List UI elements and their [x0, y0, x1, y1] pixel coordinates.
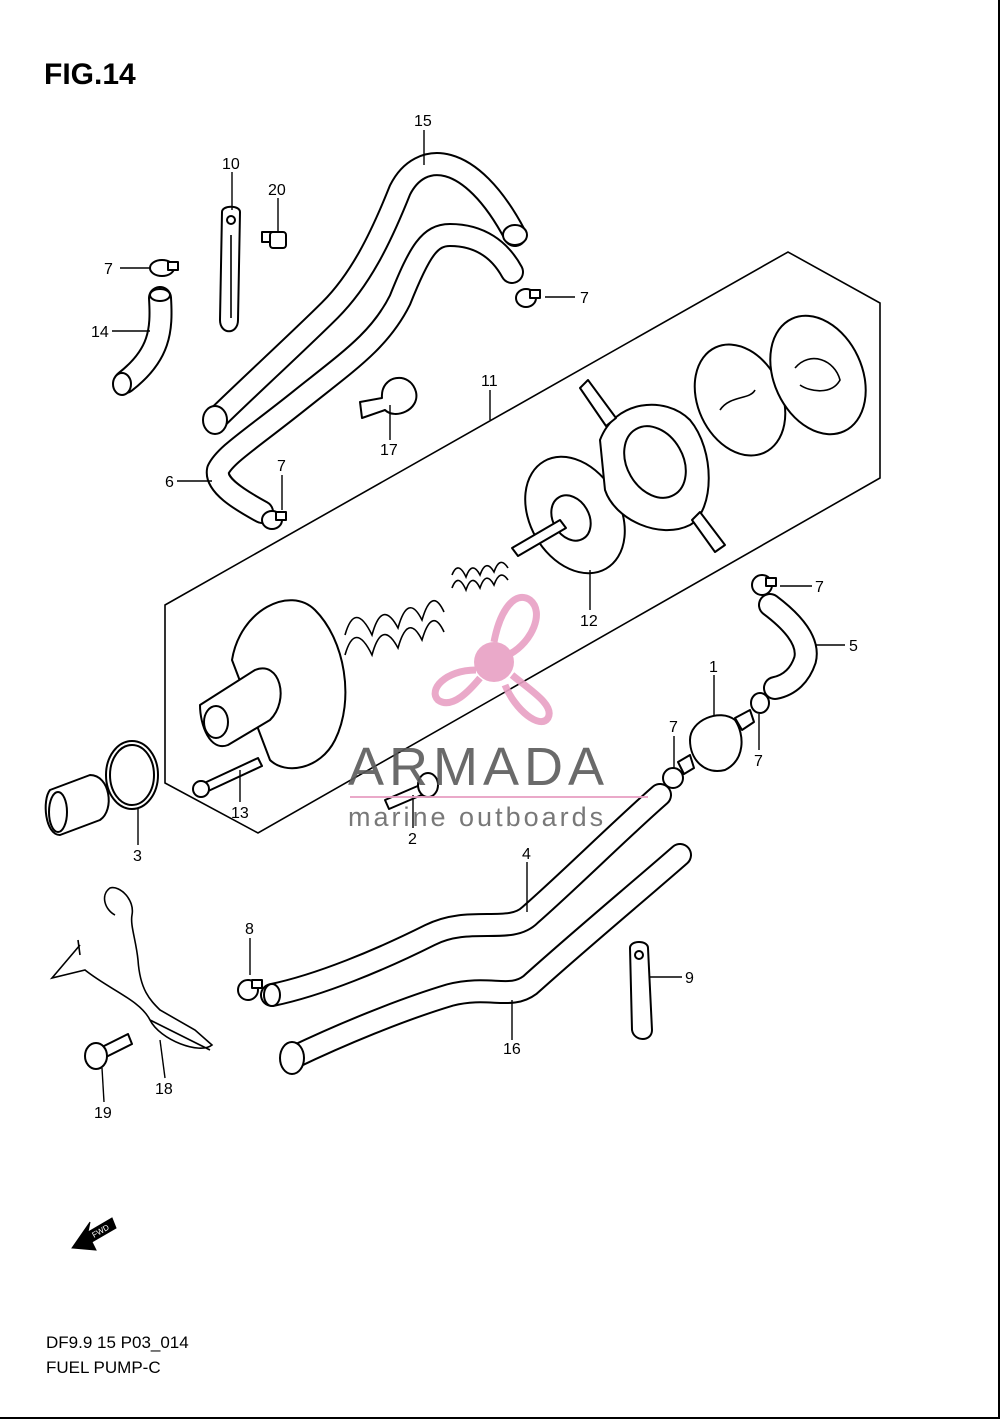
pump-lower-housing: [199, 599, 347, 770]
callout-label: 9: [685, 970, 694, 987]
bolt-19: [84, 1033, 133, 1070]
callout-label: 10: [222, 156, 240, 173]
callout-label: 6: [165, 474, 174, 491]
fuel-filter-1: [677, 709, 755, 775]
figure-title: FIG.14: [44, 58, 136, 91]
callout-label: 15: [414, 113, 432, 130]
callout-label: 8: [245, 921, 254, 938]
hose-5: [758, 593, 818, 700]
callout-label: 11: [481, 373, 498, 390]
callout-label: 19: [94, 1105, 112, 1122]
clip-7-mid: [261, 510, 287, 530]
callout-label: 7: [754, 753, 763, 770]
clip-8: [237, 979, 263, 1001]
clip-7-filter-left: [662, 767, 684, 789]
bolt-20: [261, 231, 287, 249]
callout-label: 5: [849, 638, 858, 655]
clip-7-top-left: [149, 259, 179, 277]
callout-label: 7: [815, 579, 824, 596]
callout-label: 7: [669, 719, 678, 736]
callout-label: 4: [522, 846, 531, 863]
watermark-title: ARMADA: [348, 737, 609, 797]
propeller-logo-icon: [431, 594, 553, 726]
pump-body: [579, 379, 726, 553]
callout-label: 16: [503, 1041, 521, 1058]
callout-label: 12: [580, 613, 598, 630]
watermark-subtitle: marine outboards: [348, 802, 606, 832]
hose-15: [202, 152, 528, 435]
callout-label: 2: [408, 831, 417, 848]
callout-label: 17: [380, 442, 398, 459]
callout-label: 14: [91, 324, 109, 341]
strap-9: [629, 941, 653, 1040]
clamp-17: [359, 376, 418, 419]
elbow-hose-14: [112, 286, 173, 396]
figure-model-code: DF9.9 15 P03_014: [46, 1333, 189, 1352]
clip-7-right-top: [751, 574, 777, 596]
callout-label: 13: [231, 805, 249, 822]
callout-label: 20: [268, 182, 286, 199]
clip-7-top-right: [515, 288, 541, 308]
callout-label: 18: [155, 1081, 173, 1098]
leader-lines: [101, 130, 845, 1103]
screw-13: [192, 757, 263, 798]
callout-label: 7: [277, 458, 286, 475]
spring-small: [451, 561, 509, 593]
callout-labels: 15 10 20 7 7 14 11 17 6 7 7 5 12 1 7 7 3…: [91, 113, 858, 1122]
callout-label: 7: [580, 290, 589, 307]
clip-7-filter-right: [750, 692, 770, 714]
callout-label: 7: [104, 261, 113, 278]
pump-assembly-outline: [164, 251, 881, 834]
bracket-18: [49, 886, 214, 1049]
figure-name: FUEL PUMP-C: [46, 1358, 161, 1377]
callout-label: 1: [709, 659, 718, 676]
fwd-arrow-icon: FWD: [71, 1217, 117, 1251]
spring-large: [344, 600, 445, 658]
armada-watermark: ARMADA marine outboards: [348, 594, 648, 832]
hose-4: [260, 783, 672, 1007]
cover-plate: [769, 314, 867, 436]
strap-10: [219, 205, 241, 333]
hose-16: [279, 843, 692, 1075]
callout-label: 3: [133, 848, 142, 865]
hose-6: [205, 223, 524, 524]
